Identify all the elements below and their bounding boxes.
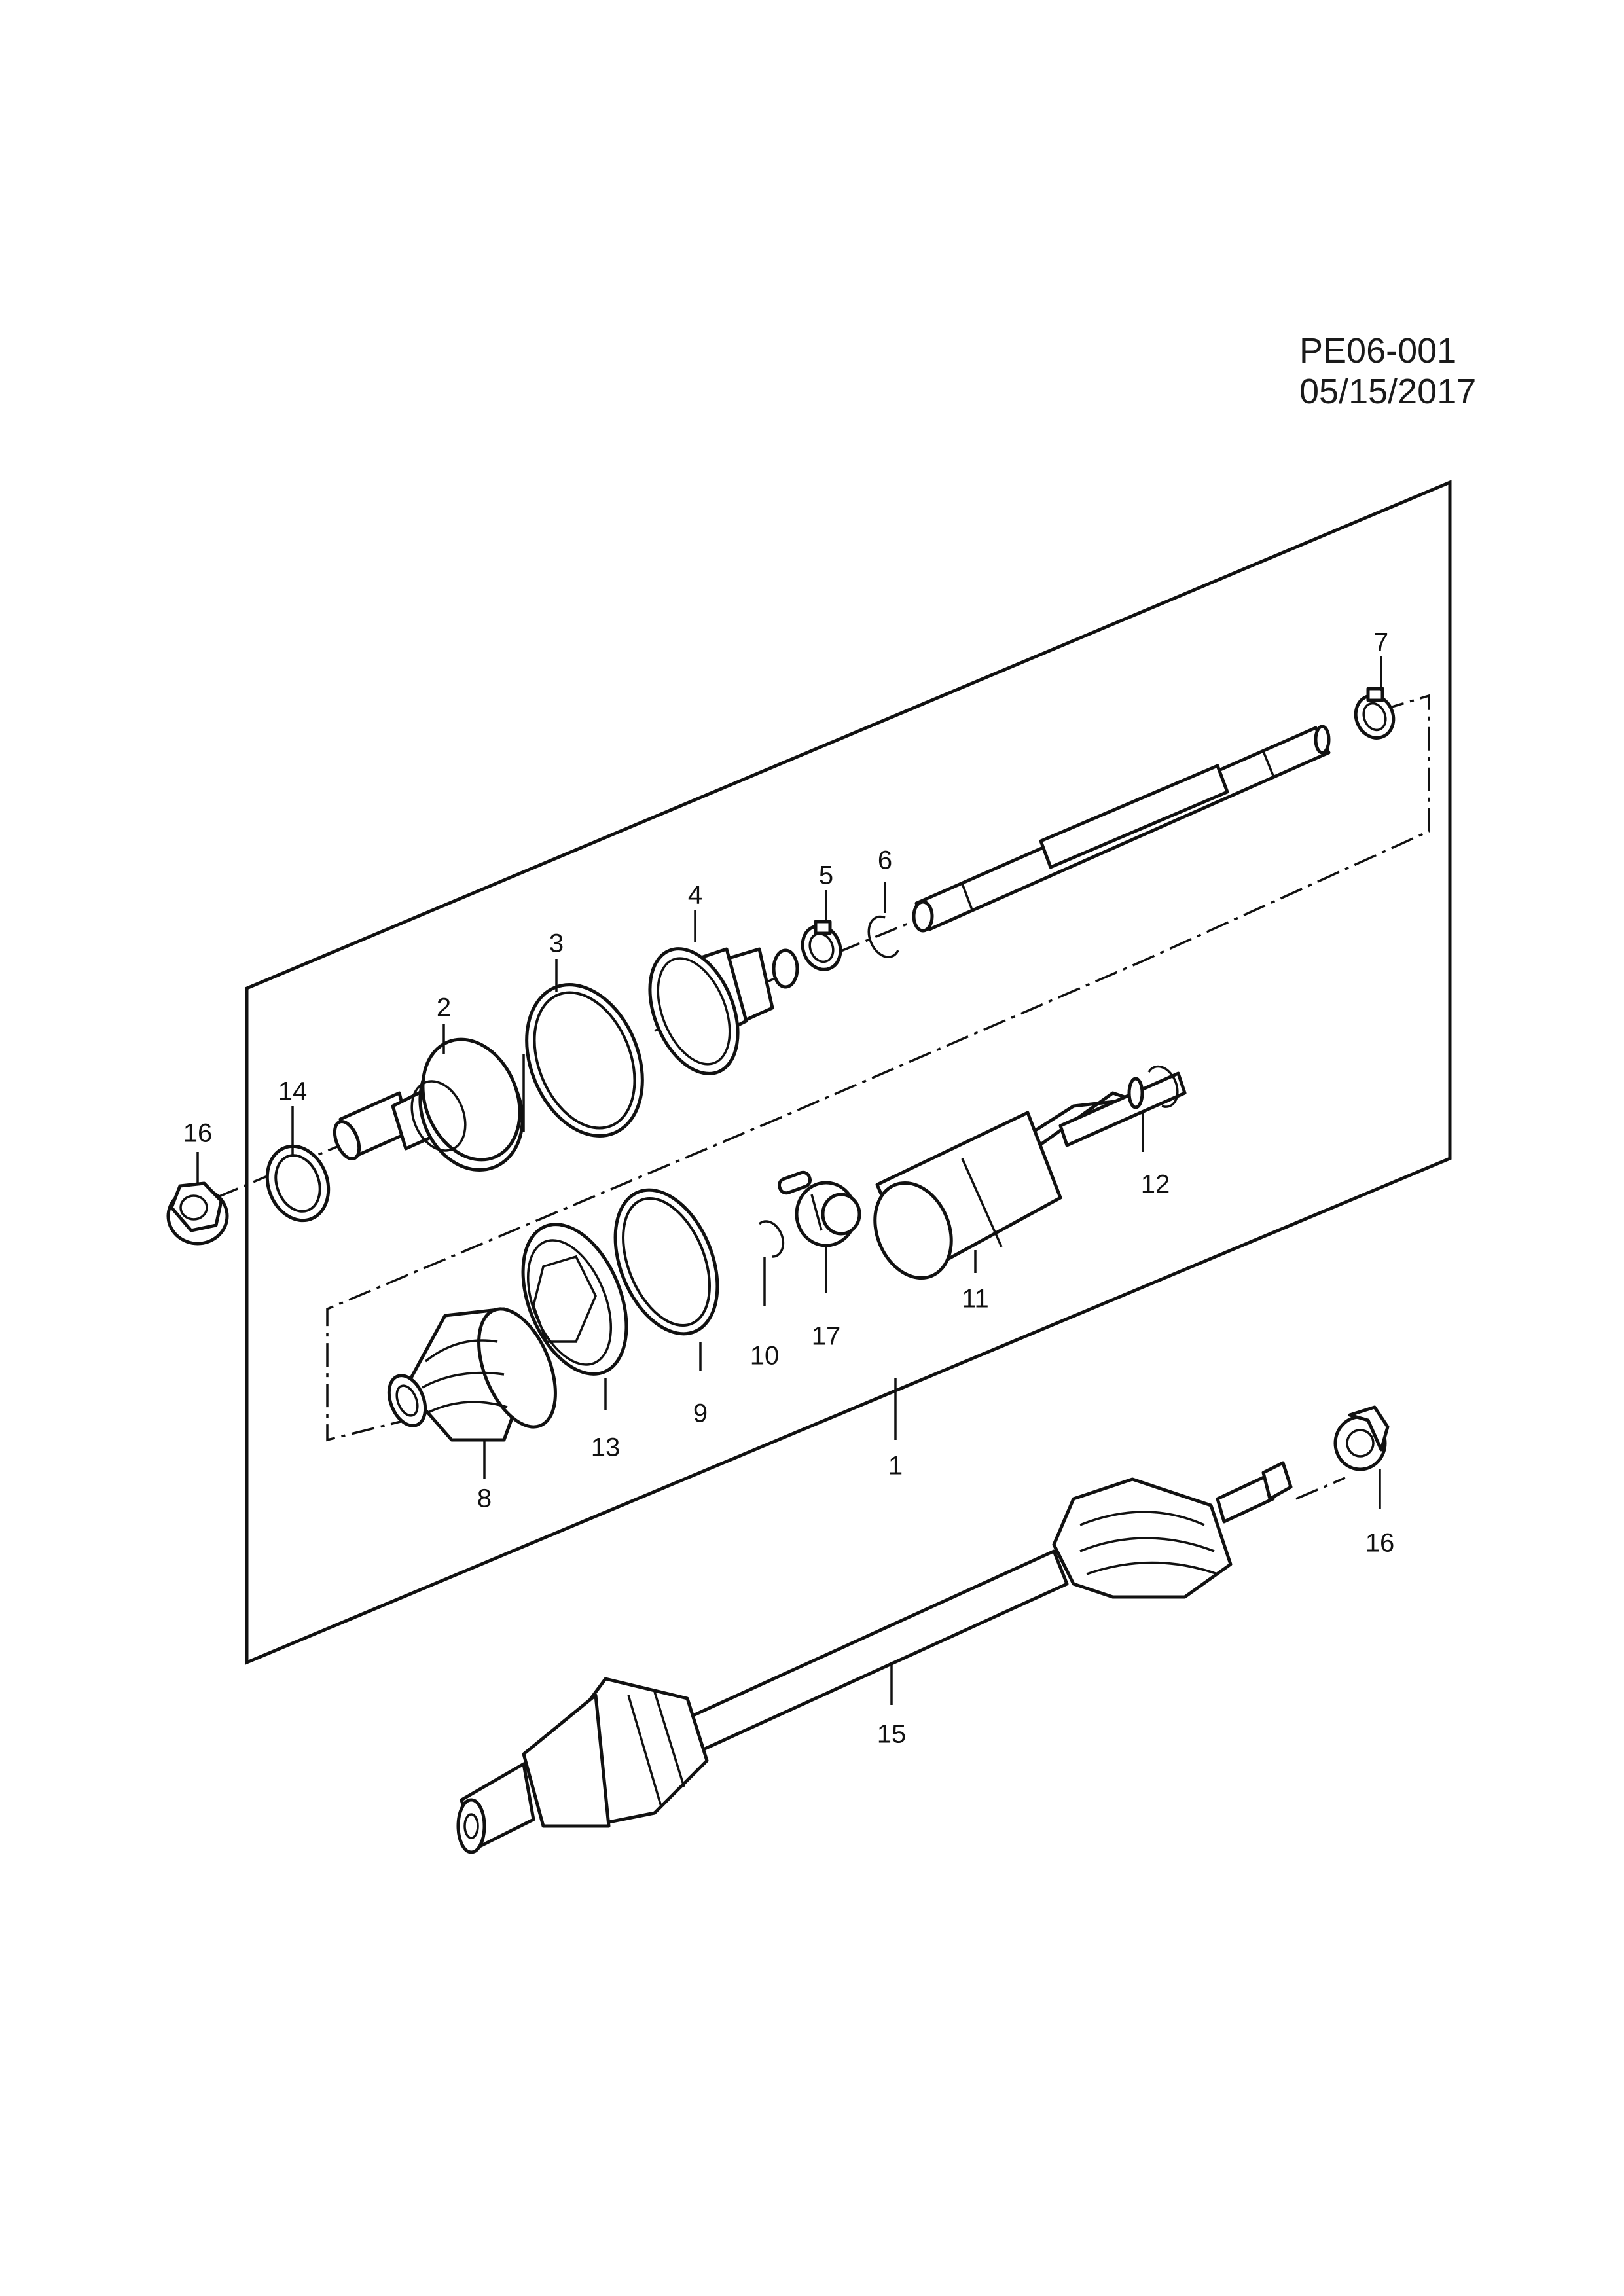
clamp-band-inner bbox=[613, 1188, 719, 1336]
flange-nut-lower bbox=[1333, 1405, 1390, 1471]
drive-shaft-assembly bbox=[456, 1461, 1293, 1854]
outer-cv-joint bbox=[333, 1037, 525, 1172]
callout-4: 4 bbox=[687, 880, 703, 910]
inner-joint-boot bbox=[387, 1307, 557, 1442]
clamp-band-outer bbox=[525, 983, 644, 1138]
callout-7: 7 bbox=[1373, 628, 1389, 657]
diagram-reference: PE06-001 05/15/2017 bbox=[1299, 331, 1477, 411]
callout-13: 13 bbox=[590, 1433, 621, 1462]
snap-ring-spider bbox=[758, 1220, 785, 1258]
callout-9: 9 bbox=[693, 1399, 708, 1428]
callout-14: 14 bbox=[278, 1077, 308, 1106]
snap-ring-outer bbox=[867, 915, 899, 958]
snap-ring-inner bbox=[1147, 1065, 1179, 1108]
callout-17: 17 bbox=[811, 1321, 841, 1351]
callout-1: 1 bbox=[888, 1451, 903, 1480]
flange-nut-upper bbox=[166, 1181, 229, 1246]
callout-8: 8 bbox=[477, 1484, 492, 1513]
callout-12: 12 bbox=[1140, 1170, 1170, 1199]
callout-5: 5 bbox=[818, 861, 834, 890]
callout-16-lower: 16 bbox=[1365, 1528, 1395, 1558]
outer-joint-boot bbox=[648, 947, 799, 1075]
callout-15: 15 bbox=[876, 1719, 907, 1749]
boot-adapter-ring bbox=[521, 1223, 628, 1376]
callout-6: 6 bbox=[877, 846, 893, 875]
callout-10: 10 bbox=[749, 1341, 780, 1371]
retaining-ring bbox=[265, 1144, 331, 1223]
intermediate-shaft bbox=[912, 725, 1331, 933]
leader-lines bbox=[196, 656, 1382, 1705]
assembly-panel bbox=[245, 480, 1452, 1665]
callout-16-upper: 16 bbox=[183, 1119, 213, 1148]
callout-2: 2 bbox=[436, 993, 452, 1022]
callout-11: 11 bbox=[962, 1284, 989, 1314]
tripod-housing bbox=[873, 1071, 1187, 1280]
small-clamp-outer bbox=[801, 920, 842, 971]
small-clamp-inner bbox=[1354, 687, 1396, 740]
callout-3: 3 bbox=[549, 929, 564, 958]
tripod-spider bbox=[778, 1170, 861, 1247]
